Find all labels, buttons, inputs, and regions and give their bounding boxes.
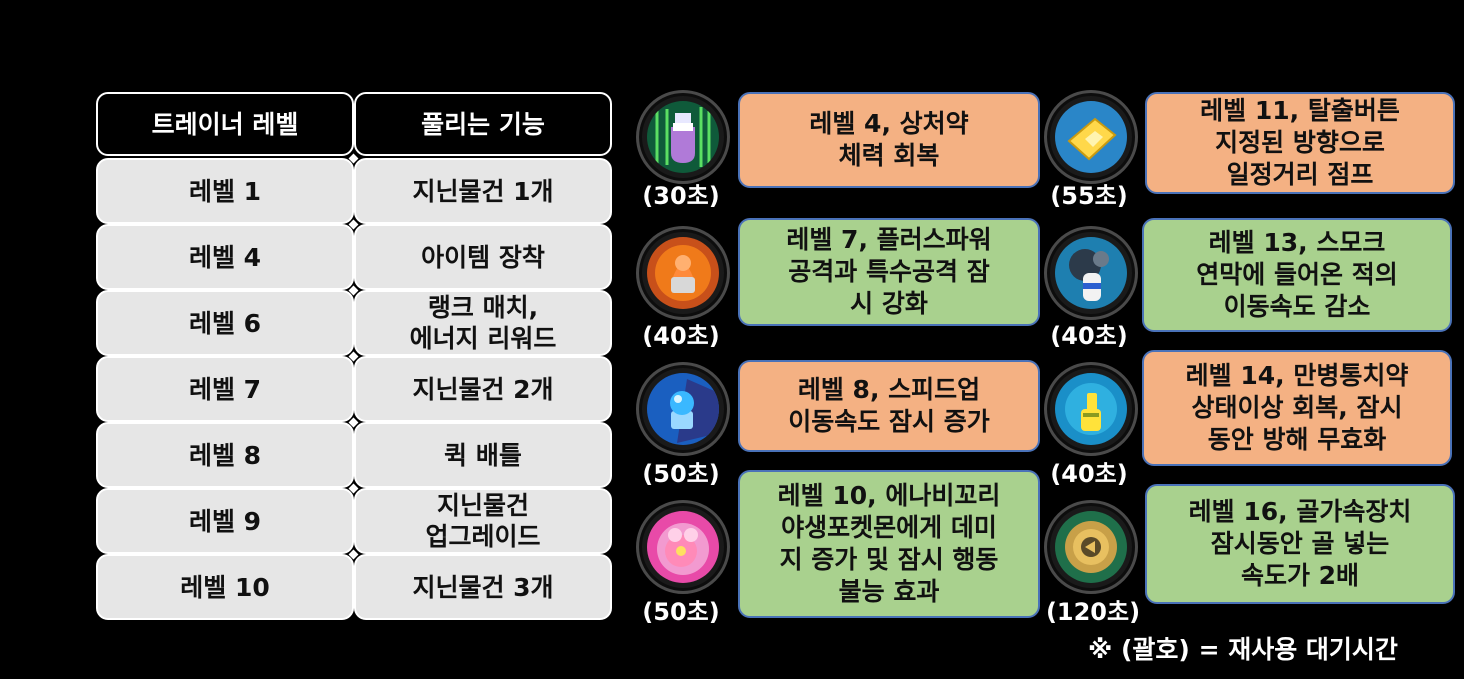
item-icon-frame	[1044, 500, 1138, 594]
table-row-feature: 퀵 배틀	[354, 422, 612, 488]
feature-text: 지닌물건 3개	[412, 572, 554, 602]
table-row-level: 레벨 9	[96, 488, 354, 554]
cooldown-label: (40초)	[1050, 460, 1128, 488]
item-description-line: 레벨 8, 스피드업	[797, 375, 981, 404]
cooldown-label: (120초)	[1045, 598, 1141, 626]
item-description-line: 체력 회복	[838, 141, 940, 170]
feature-text: 퀵 배틀	[444, 440, 522, 470]
item-description-line: 레벨 11, 탈출버튼	[1200, 96, 1400, 125]
item-icon-frame	[636, 90, 730, 184]
table-row-level: 레벨 8	[96, 422, 354, 488]
item-description-line: 불능 효과	[838, 577, 940, 606]
feature-text: 랭크 매치,	[427, 293, 539, 322]
feature-text: 지닌물건 1개	[412, 176, 554, 206]
item-description-line: 레벨 4, 상처약	[809, 109, 969, 138]
item-icon-frame	[636, 500, 730, 594]
item-description-line: 동안 방해 무효화	[1207, 425, 1387, 454]
cooldown-label: (55초)	[1050, 182, 1128, 210]
item-icon-frame	[636, 226, 730, 320]
header-level: 트레이너 레벨	[96, 92, 354, 156]
table-row-feature: 아이템 장착	[354, 224, 612, 290]
item-icon-frame	[636, 362, 730, 456]
table-row-feature: 랭크 매치,에너지 리워드	[354, 290, 612, 356]
smoke-icon	[1055, 237, 1127, 309]
item-description-line: 속도가 2배	[1240, 561, 1360, 590]
cooldown-label: (50초)	[642, 460, 720, 488]
goal-getter-icon	[1055, 511, 1127, 583]
x-attack-icon	[647, 237, 719, 309]
item-description-line: 야생포켓몬에게 데미	[781, 513, 997, 542]
table-row-level: 레벨 4	[96, 224, 354, 290]
feature-text: 아이템 장착	[421, 242, 545, 272]
feature-text: 업그레이드	[425, 522, 541, 551]
table-row-feature: 지닌물건 2개	[354, 356, 612, 422]
cooldown-label: (40초)	[642, 322, 720, 350]
feature-text: 지닌물건	[436, 491, 529, 520]
cooldown-note: ※ (괄호) = 재사용 대기시간	[1088, 635, 1398, 664]
table-row-level: 레벨 1	[96, 158, 354, 224]
item-description-line: 레벨 16, 골가속장치	[1188, 497, 1412, 526]
level-text: 레벨 1	[188, 176, 262, 206]
item-description-line: 이동속도 감소	[1223, 292, 1371, 321]
item-description-line: 연막에 들어온 적의	[1196, 260, 1398, 289]
item-icon-frame	[1044, 90, 1138, 184]
cooldown-label: (50초)	[642, 598, 720, 626]
item-description-line: 상태이상 회복, 잠시	[1191, 393, 1403, 422]
item-description-line: 시 강화	[850, 289, 928, 318]
item-description-line: 지정된 방향으로	[1215, 128, 1385, 157]
item-icon-frame	[1044, 362, 1138, 456]
potion-icon	[647, 101, 719, 173]
table-row-feature: 지닌물건 3개	[354, 554, 612, 620]
level-text: 레벨 4	[188, 242, 262, 272]
header-feature: 풀리는 기능	[354, 92, 612, 156]
item-description-line: 이동속도 잠시 증가	[788, 407, 990, 436]
table-row-level: 레벨 6	[96, 290, 354, 356]
item-description-line: 잠시동안 골 넣는	[1210, 529, 1390, 558]
item-description-line: 레벨 7, 플러스파워	[786, 225, 992, 254]
header-feature-text: 풀리는 기능	[421, 109, 545, 139]
level-text: 레벨 7	[188, 374, 262, 404]
table-row-feature: 지닌물건 1개	[354, 158, 612, 224]
level-text: 레벨 9	[188, 506, 262, 536]
item-description-line: 공격과 특수공격 잠	[788, 257, 990, 286]
item-icon-frame	[1044, 226, 1138, 320]
feature-text: 지닌물건 2개	[412, 374, 554, 404]
item-description-line: 레벨 10, 에나비꼬리	[777, 481, 1001, 510]
item-description-line: 지 증가 및 잠시 행동	[779, 545, 999, 574]
full-heal-icon	[1055, 373, 1127, 445]
item-description-line: 레벨 13, 스모크	[1208, 228, 1386, 257]
table-row-level: 레벨 10	[96, 554, 354, 620]
cooldown-label: (30초)	[642, 182, 720, 210]
item-description-line: 일정거리 점프	[1226, 160, 1374, 189]
level-text: 레벨 6	[188, 308, 262, 338]
eject-button-icon	[1055, 101, 1127, 173]
table-row-level: 레벨 7	[96, 356, 354, 422]
item-description-line: 레벨 14, 만병통치약	[1185, 361, 1409, 390]
slowpoke-tail-icon	[647, 511, 719, 583]
level-text: 레벨 8	[188, 440, 262, 470]
x-speed-icon	[647, 373, 719, 445]
level-text: 레벨 10	[180, 572, 270, 602]
feature-text: 에너지 리워드	[409, 324, 557, 353]
cooldown-label: (40초)	[1050, 322, 1128, 350]
header-level-text: 트레이너 레벨	[151, 109, 299, 139]
